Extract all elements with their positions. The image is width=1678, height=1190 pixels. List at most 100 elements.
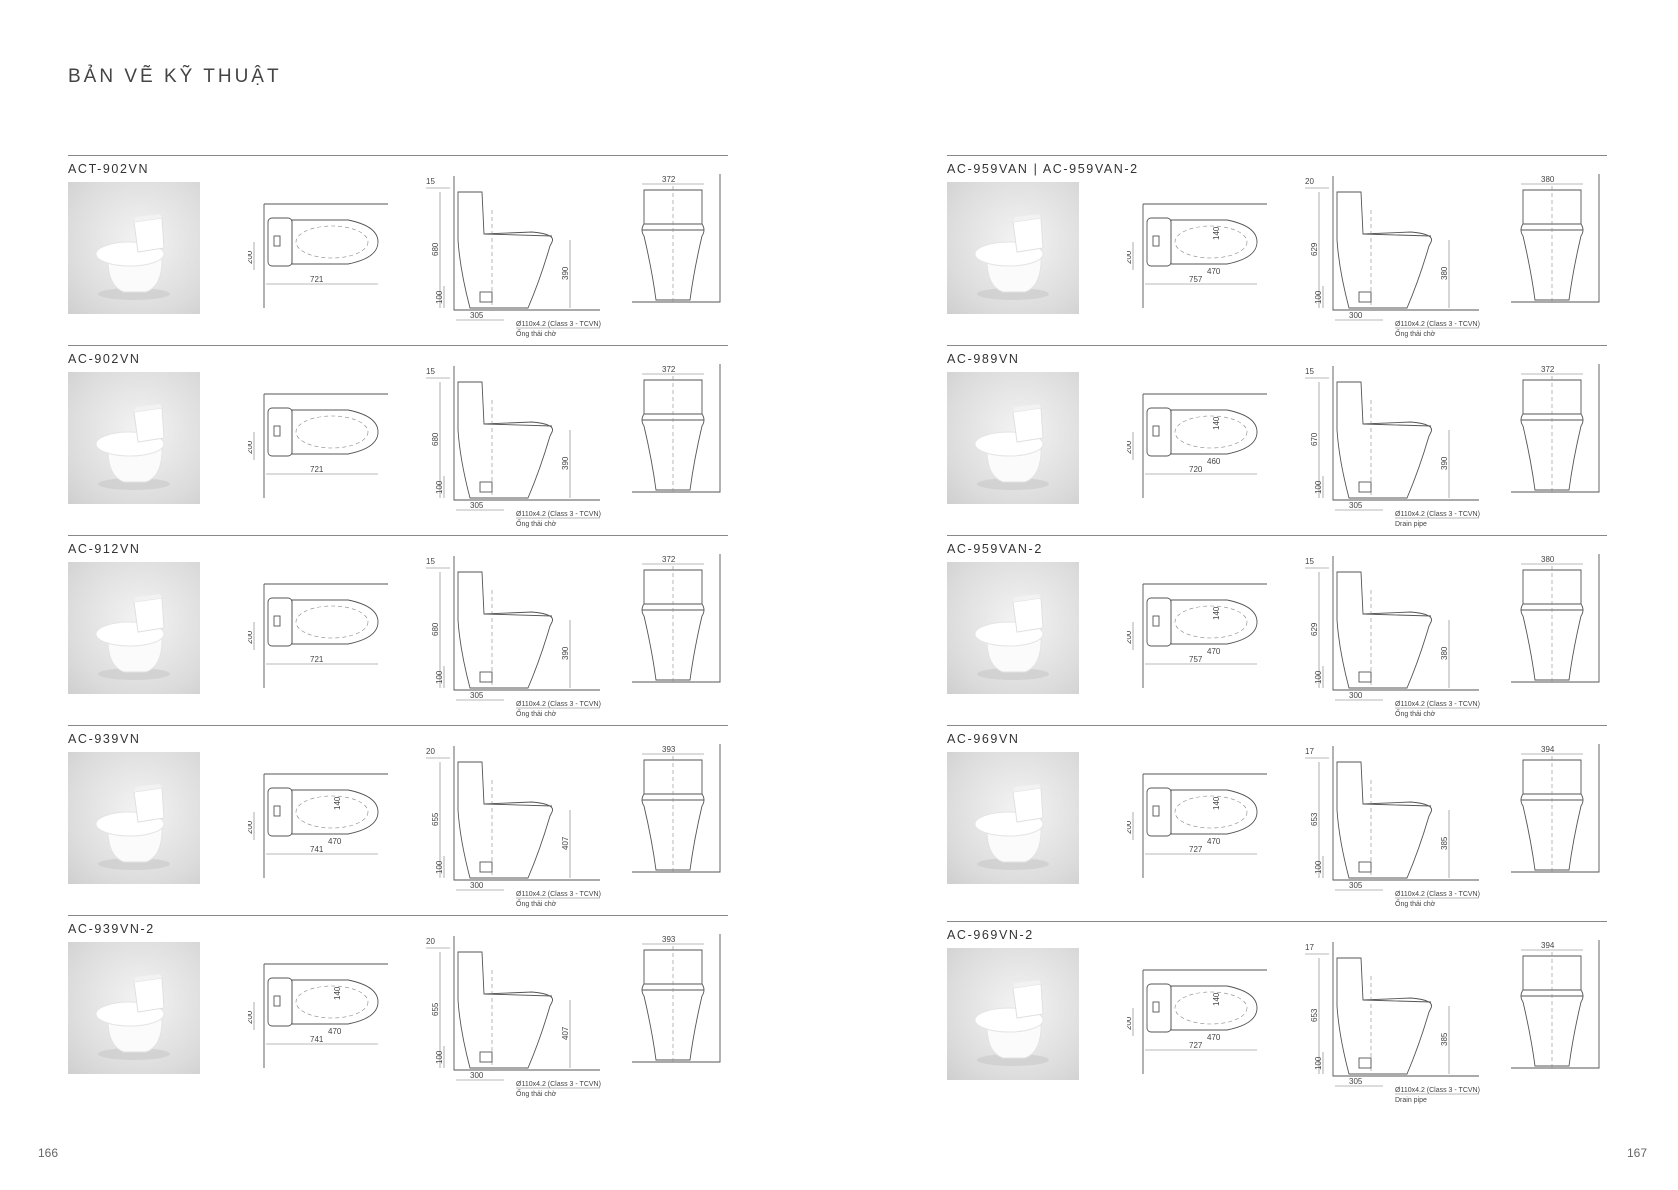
pipe-spec: Ø110x4.2 (Class 3 - TCVN) [516,891,601,898]
toilet-photo-icon [974,784,1049,870]
dim-width: 372 [662,365,676,374]
model-row: AC-959VAN-2 200 757 470 [947,535,1607,725]
dim-height: 680 [431,432,440,446]
dim-rough: 305 [470,311,484,320]
model-row: AC-969VN-2 200 727 470 [947,921,1607,1111]
pipe-spec: Ø110x4.2 (Class 3 - TCVN) [516,321,601,328]
page-number-left: 166 [38,1146,59,1160]
model-row: AC-902VN 200 721 [68,345,728,535]
top-view-drawing: 200 727 470 140 [1127,952,1277,1082]
toilet-photo-icon [974,214,1049,300]
model-name: AC-902VN [68,352,141,366]
dim-seat: 385 [1440,836,1449,850]
pipe-note: Ống thải chờ [516,518,557,528]
dim-inlet: 200 [248,1010,254,1024]
top-view-drawing: 200 721 [248,186,398,316]
dim-offset: 17 [1305,747,1314,756]
product-photo [947,752,1079,884]
pipe-spec: Ø110x4.2 (Class 3 - TCVN) [516,511,601,518]
dim-height: 680 [431,242,440,256]
dim-inner: 470 [1207,837,1221,846]
dim-lid: 140 [1212,416,1221,430]
side-view-drawing: 20 655 407 100 300 Ø110x4.2 (Class 3 - T… [420,930,610,1100]
dim-lid: 140 [333,986,342,1000]
dim-inlet: 200 [1127,440,1133,454]
toilet-photo-icon [95,974,170,1060]
pipe-note: Drain pipe [1395,521,1427,528]
front-view-drawing: 394 [1507,740,1607,890]
dim-inlet: 200 [248,630,254,644]
dim-lid: 140 [1212,606,1221,620]
model-row: AC-939VN-2 200 741 470 [68,915,728,1105]
dim-offset: 20 [426,937,435,946]
model-name: AC-912VN [68,542,141,556]
side-view-drawing: 20 629 380 100 300 Ø110x4.2 (Class 3 - T… [1299,170,1489,340]
dim-height: 653 [1310,1008,1319,1022]
dim-base: 100 [435,670,444,684]
dim-depth: 757 [1189,275,1203,284]
dim-seat: 380 [1440,646,1449,660]
model-name: AC-959VAN | AC-959VAN-2 [947,162,1139,176]
dim-depth: 721 [310,275,324,284]
pipe-note: Ống thải chờ [1395,328,1436,338]
top-view-drawing: 200 720 460 140 [1127,376,1277,506]
dim-depth: 727 [1189,1041,1203,1050]
dim-base: 100 [1314,860,1323,874]
dim-rough: 300 [1349,311,1363,320]
side-view-drawing: 20 655 407 100 300 Ø110x4.2 (Class 3 - T… [420,740,610,910]
toilet-photo-icon [95,404,170,490]
dim-seat: 380 [1440,266,1449,280]
dim-width: 394 [1541,745,1555,754]
dim-inlet: 200 [1127,1016,1133,1030]
front-view-drawing: 372 [628,360,728,510]
side-view-drawing: 15 670 390 100 305 Ø110x4.2 (Class 3 - T… [1299,360,1489,530]
model-row: AC-912VN 200 721 [68,535,728,725]
product-photo [68,562,200,694]
pipe-note: Ống thải chờ [516,1088,557,1098]
dim-rough: 300 [470,881,484,890]
dim-rough: 305 [1349,881,1363,890]
dim-rough: 305 [470,501,484,510]
dim-offset: 15 [426,367,435,376]
dim-depth: 721 [310,465,324,474]
dim-width: 394 [1541,941,1555,950]
pipe-note: Drain pipe [1395,1097,1427,1104]
dim-width: 372 [1541,365,1555,374]
product-photo [68,752,200,884]
dim-lid: 140 [1212,992,1221,1006]
pipe-spec: Ø110x4.2 (Class 3 - TCVN) [516,1081,601,1088]
dim-base: 100 [435,290,444,304]
dim-inner: 470 [1207,1033,1221,1042]
left-page-column: ACT-902VN 200 721 [68,155,728,1105]
dim-base: 100 [1314,1056,1323,1070]
front-view-drawing: 393 [628,740,728,890]
model-name: AC-959VAN-2 [947,542,1043,556]
dim-offset: 17 [1305,943,1314,952]
dim-inlet: 200 [1127,250,1133,264]
front-view-drawing: 372 [628,550,728,700]
dim-inner: 470 [1207,267,1221,276]
dim-depth: 720 [1189,465,1203,474]
toilet-photo-icon [974,404,1049,490]
side-view-drawing: 17 653 385 100 305 Ø110x4.2 (Class 3 - T… [1299,740,1489,910]
side-view-drawing: 17 653 385 100 305 Ø110x4.2 (Class 3 - T… [1299,936,1489,1106]
dim-height: 629 [1310,622,1319,636]
toilet-photo-icon [95,594,170,680]
top-view-drawing: 200 741 470 140 [248,946,398,1076]
top-view-drawing: 200 721 [248,376,398,506]
toilet-photo-icon [95,214,170,300]
toilet-photo-icon [974,594,1049,680]
model-row: AC-959VAN | AC-959VAN-2 200 757 [947,155,1607,345]
model-row: ACT-902VN 200 721 [68,155,728,345]
dim-base: 100 [435,860,444,874]
pipe-note: Ống thải chờ [516,328,557,338]
dim-offset: 15 [426,177,435,186]
model-name: AC-969VN [947,732,1020,746]
dim-inlet: 200 [248,820,254,834]
top-view-drawing: 200 727 470 140 [1127,756,1277,886]
dim-inner: 470 [328,837,342,846]
dim-depth: 757 [1189,655,1203,664]
dim-inner: 470 [328,1027,342,1036]
model-name: AC-939VN-2 [68,922,155,936]
pipe-note: Ống thải chờ [516,708,557,718]
